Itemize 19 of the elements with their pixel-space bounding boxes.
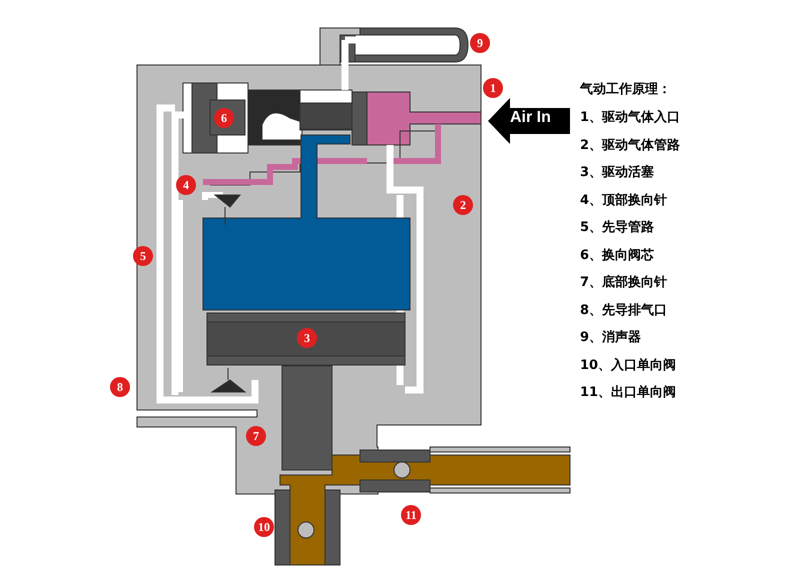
legend-item-text: 7、底部换向针	[580, 274, 668, 292]
legend-item-text: 8、先导排气口	[580, 302, 668, 320]
legend-item-text: 9、消声器	[580, 329, 642, 347]
callout-number: 8	[110, 377, 130, 397]
legend-item-text: 10、入口单向阀	[580, 356, 676, 374]
legend-item-text: 3、驱动活塞	[580, 164, 654, 182]
callout-number: 9	[470, 33, 490, 53]
legend-item-text: 11、出口单向阀	[580, 384, 676, 402]
list-heading: 气动工作原理：	[580, 81, 671, 99]
legend-item-text: 1、驱动气体入口	[580, 108, 680, 127]
callout-number: 5	[133, 246, 153, 266]
legend-item-text: 2、驱动气体管路	[580, 136, 680, 154]
legend-item-text: 4、顶部换向针	[580, 192, 668, 210]
arrow-label: Air In	[510, 110, 551, 126]
legend-item-text: 6、换向阀芯	[580, 246, 654, 264]
legend-item-text: 5、先导管路	[580, 219, 654, 237]
callout-number: 10	[254, 517, 274, 537]
callout-number: 11	[401, 505, 421, 525]
callout-number: 1	[483, 78, 503, 98]
